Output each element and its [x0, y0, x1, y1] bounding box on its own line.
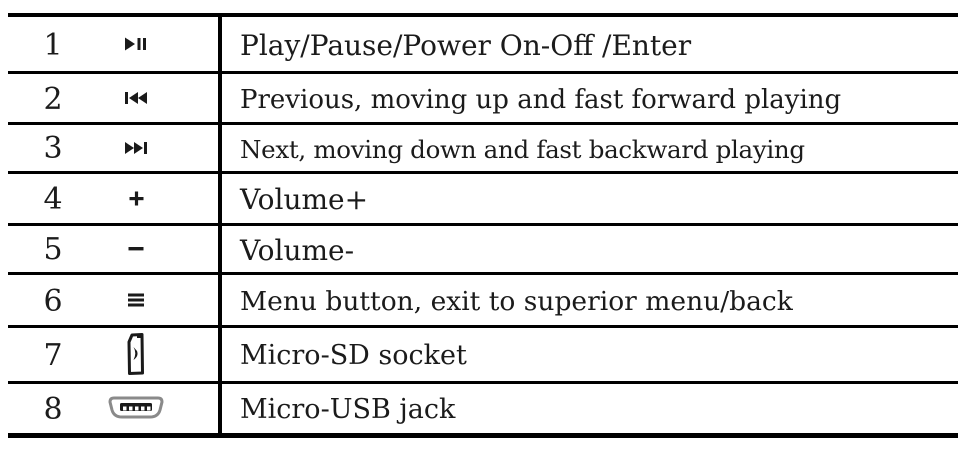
key-cell: 3	[8, 124, 222, 172]
row-number: 8	[43, 391, 63, 427]
row-number: 6	[43, 283, 63, 319]
row-number: 2	[43, 81, 63, 117]
table-row: 4 Volume+	[8, 171, 958, 223]
description-cell: Play/Pause/Power On-Off /Enter	[222, 17, 958, 71]
table-row: 6 Menu button, exit to superior menu/bac…	[8, 271, 958, 326]
row-description: Volume-	[240, 233, 355, 267]
key-cell: 8	[8, 383, 222, 433]
table-row: 5 Volume-	[8, 222, 958, 272]
key-cell: 5	[8, 225, 222, 272]
key-cell: 1	[8, 17, 222, 72]
description-cell: Next, moving down and fast backward play…	[222, 125, 958, 171]
row-number: 3	[43, 131, 63, 167]
table-row: 2 Previous, moving up and fast forward p…	[8, 71, 958, 122]
key-cell: 6	[8, 274, 222, 326]
description-cell: Previous, moving up and fast forward pla…	[222, 74, 958, 121]
volume-minus-icon	[98, 246, 174, 252]
row-number: 1	[43, 27, 63, 63]
description-cell: Volume+	[222, 174, 958, 222]
description-cell: Volume-	[222, 226, 958, 272]
row-number: 5	[43, 232, 63, 268]
row-description: Play/Pause/Power On-Off /Enter	[240, 29, 692, 63]
row-description: Previous, moving up and fast forward pla…	[240, 84, 842, 115]
row-description: Menu button, exit to superior menu/back	[240, 286, 793, 318]
table-row: 1 Play/Pause/Power On-Off /Enter	[8, 17, 958, 72]
micro-usb-icon	[98, 396, 174, 420]
row-description: Micro-SD socket	[240, 340, 467, 372]
next-icon	[98, 140, 174, 156]
play-pause-icon	[98, 36, 174, 52]
controls-spec-table: 1 Play/Pause/Power On-Off /Enter 2	[8, 13, 958, 438]
row-description: Micro-USB jack	[240, 394, 456, 426]
key-cell: 2	[8, 74, 222, 122]
previous-icon	[98, 90, 174, 106]
volume-plus-icon	[98, 191, 174, 206]
row-number: 7	[43, 337, 63, 373]
description-cell: Menu button, exit to superior menu/back	[222, 275, 958, 325]
row-number: 4	[43, 181, 63, 217]
key-cell: 7	[8, 328, 222, 381]
table-row: 8 Micro-USB jack	[8, 380, 958, 433]
table-row: 7 Micro-SD socket	[8, 325, 958, 381]
menu-icon	[98, 292, 174, 308]
micro-sd-icon	[98, 332, 174, 376]
description-cell: Micro-SD socket	[222, 328, 958, 380]
row-description: Next, moving down and fast backward play…	[240, 134, 805, 164]
description-cell: Micro-USB jack	[222, 384, 958, 433]
table-row: 3 Next, moving down and fast backward pl…	[8, 121, 958, 172]
row-description: Volume+	[240, 183, 369, 217]
key-cell: 4	[8, 174, 222, 223]
